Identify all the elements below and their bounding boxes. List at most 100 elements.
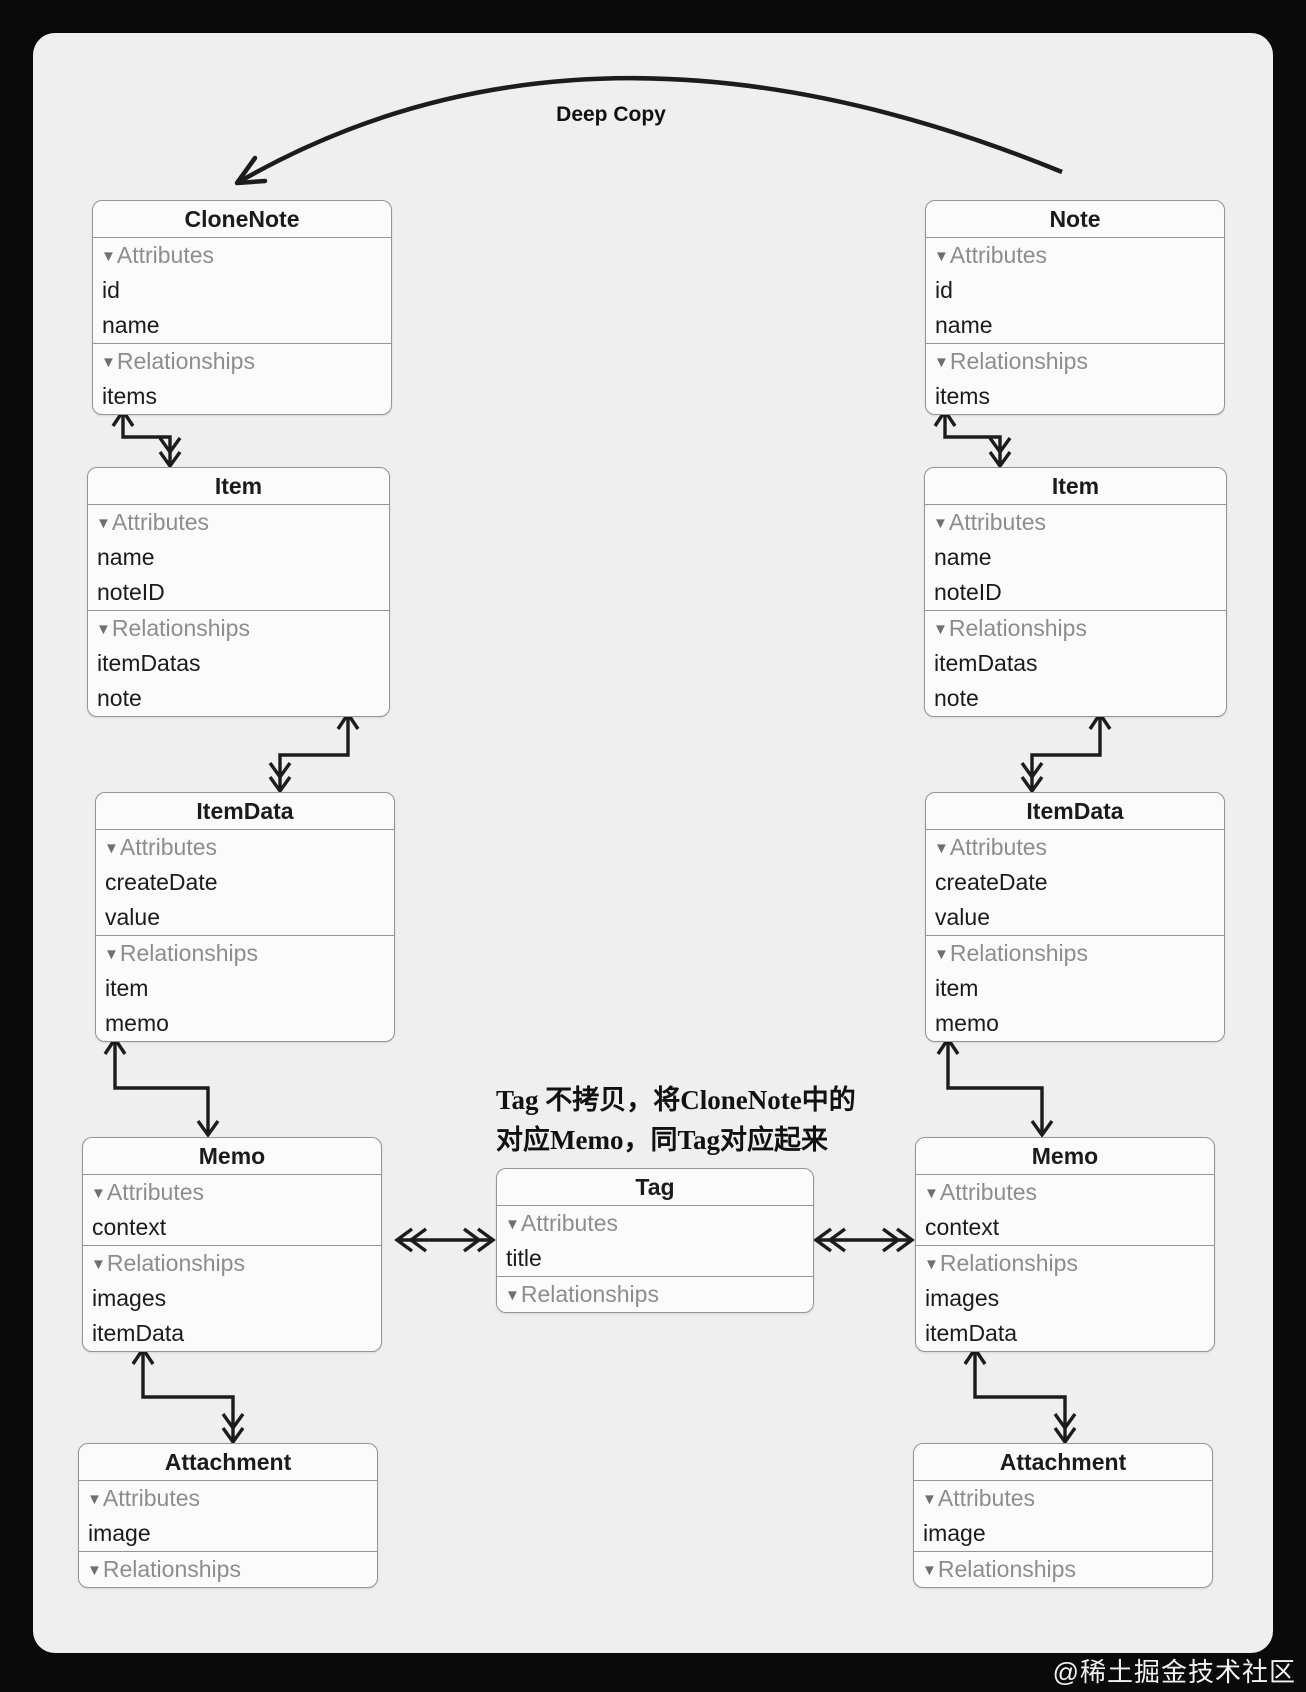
section-label: Attributes — [949, 242, 1048, 268]
attribute-row: id — [935, 277, 953, 303]
section-label: Attributes — [102, 1485, 201, 1511]
section-label: Attributes — [119, 834, 218, 860]
section-header-relationships: ▼Relationships — [79, 1551, 377, 1587]
disclosure-triangle-icon: ▼ — [101, 354, 116, 371]
relationship-row: item — [935, 975, 979, 1001]
attribute-row: image — [88, 1520, 151, 1546]
entity-title: Memo — [916, 1138, 1214, 1175]
disclosure-triangle-icon: ▼ — [91, 1256, 106, 1273]
section-label: Attributes — [116, 242, 215, 268]
disclosure-triangle-icon: ▼ — [505, 1216, 520, 1233]
disclosure-triangle-icon: ▼ — [87, 1491, 102, 1508]
attribute-row: value — [935, 904, 990, 930]
relationship-row: items — [935, 383, 990, 409]
relationship-row: items — [102, 383, 157, 409]
section-header-relationships: ▼Relationships — [96, 935, 394, 971]
entity-title: Item — [925, 468, 1226, 505]
disclosure-triangle-icon: ▼ — [91, 1185, 106, 1202]
relationship-row: item — [105, 975, 149, 1001]
tag-annotation-line1: Tag 不拷贝，将CloneNote中的 — [496, 1085, 856, 1115]
section-label: Relationships — [948, 615, 1087, 641]
relationship-row: itemData — [925, 1320, 1018, 1346]
disclosure-triangle-icon: ▼ — [934, 946, 949, 963]
section-header-attributes: ▼Attributes — [79, 1481, 377, 1516]
attribute-row: name — [934, 544, 992, 570]
relationship-row: memo — [105, 1010, 169, 1036]
entity-title: ItemData — [926, 793, 1224, 830]
entity-title: Memo — [83, 1138, 381, 1175]
disclosure-triangle-icon: ▼ — [96, 515, 111, 532]
entity-title: Item — [88, 468, 389, 505]
section-label: Attributes — [520, 1210, 619, 1236]
section-label: Relationships — [106, 1250, 245, 1276]
disclosure-triangle-icon: ▼ — [101, 248, 116, 265]
section-header-relationships: ▼Relationships — [925, 610, 1226, 646]
attribute-row: context — [925, 1214, 1000, 1240]
attribute-row: title — [506, 1245, 542, 1271]
section-label: Attributes — [937, 1485, 1036, 1511]
section-header-relationships: ▼Relationships — [497, 1276, 813, 1312]
section-label: Relationships — [520, 1281, 659, 1307]
section-label: Attributes — [939, 1179, 1038, 1205]
section-label: Attributes — [106, 1179, 205, 1205]
disclosure-triangle-icon: ▼ — [934, 248, 949, 265]
disclosure-triangle-icon: ▼ — [922, 1491, 937, 1508]
section-header-attributes: ▼Attributes — [497, 1206, 813, 1241]
section-header-attributes: ▼Attributes — [88, 505, 389, 540]
section-label: Relationships — [939, 1250, 1078, 1276]
tag-annotation-line2: 对应Memo，同Tag对应起来 — [496, 1125, 828, 1155]
attribute-row: createDate — [105, 869, 218, 895]
relationship-row: memo — [935, 1010, 999, 1036]
watermark: @稀土掘金技术社区 — [1052, 1657, 1296, 1687]
relationship-row: images — [92, 1285, 167, 1311]
relationship-row: note — [97, 685, 142, 711]
attribute-row: id — [102, 277, 120, 303]
section-label: Relationships — [102, 1556, 241, 1582]
disclosure-triangle-icon: ▼ — [933, 515, 948, 532]
disclosure-triangle-icon: ▼ — [934, 354, 949, 371]
section-label: Attributes — [948, 509, 1047, 535]
section-header-attributes: ▼Attributes — [93, 238, 391, 273]
attribute-row: value — [105, 904, 160, 930]
deep-copy-label: Deep Copy — [556, 103, 666, 126]
entity-title: Attachment — [79, 1444, 377, 1481]
section-header-relationships: ▼Relationships — [916, 1245, 1214, 1281]
section-header-relationships: ▼Relationships — [83, 1245, 381, 1281]
attribute-row: name — [102, 312, 160, 338]
section-label: Relationships — [116, 348, 255, 374]
disclosure-triangle-icon: ▼ — [505, 1287, 520, 1304]
disclosure-triangle-icon: ▼ — [933, 621, 948, 638]
section-header-relationships: ▼Relationships — [926, 343, 1224, 379]
attribute-row: noteID — [934, 579, 1002, 605]
section-header-relationships: ▼Relationships — [93, 343, 391, 379]
disclosure-triangle-icon: ▼ — [87, 1562, 102, 1579]
relationship-row: images — [925, 1285, 1000, 1311]
tag-annotation: Tag 不拷贝，将CloneNote中的 对应Memo，同Tag对应起来 — [496, 1080, 856, 1160]
section-label: Attributes — [949, 834, 1048, 860]
disclosure-triangle-icon: ▼ — [924, 1185, 939, 1202]
section-header-attributes: ▼Attributes — [916, 1175, 1214, 1210]
section-header-attributes: ▼Attributes — [96, 830, 394, 865]
section-label: Relationships — [937, 1556, 1076, 1582]
attribute-row: name — [935, 312, 993, 338]
entity-title: Attachment — [914, 1444, 1212, 1481]
section-header-relationships: ▼Relationships — [914, 1551, 1212, 1587]
disclosure-triangle-icon: ▼ — [96, 621, 111, 638]
attribute-row: context — [92, 1214, 167, 1240]
relationship-row: itemDatas — [934, 650, 1038, 676]
